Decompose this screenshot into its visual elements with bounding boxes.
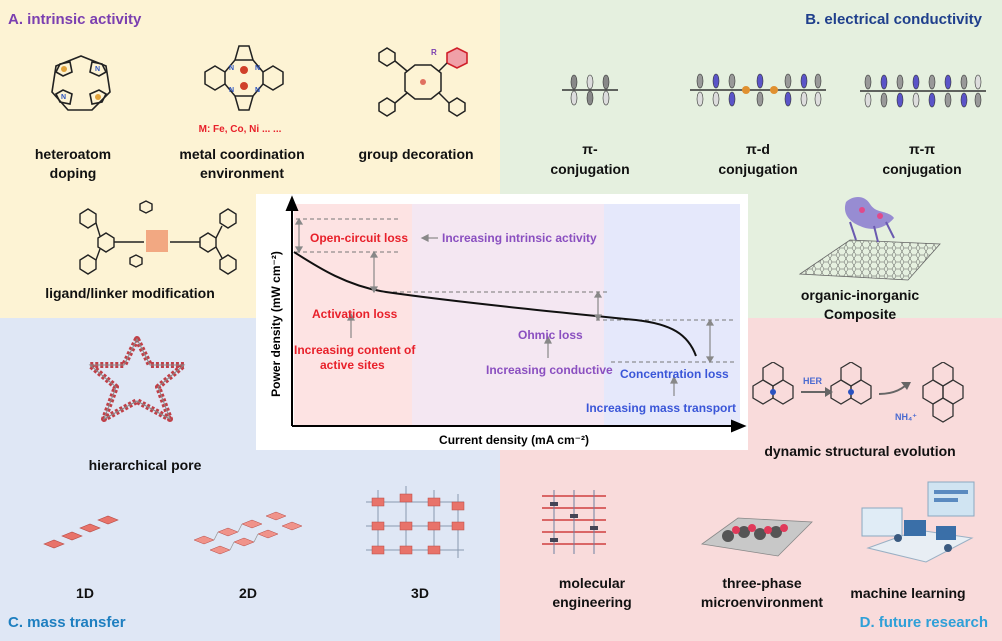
- y-axis-label: Power density (mW cm⁻²): [269, 251, 283, 397]
- polarization-curve: [293, 251, 697, 357]
- label-pid-1: π-d: [746, 141, 770, 157]
- open-circuit-loss-label: Open-circuit loss: [310, 231, 408, 245]
- group-decoration-porphyrin-icon: R: [378, 47, 468, 117]
- svg-text:R: R: [431, 48, 437, 57]
- mass-transfer-3d-icon: [366, 486, 465, 558]
- hierarchical-pore-star-icon: [87, 336, 187, 422]
- increasing-content-label-2: active sites: [320, 358, 385, 372]
- title-mass-transfer: C. mass transfer: [8, 614, 126, 631]
- title-future-research: D. future research: [859, 614, 988, 631]
- svg-text:N: N: [95, 66, 100, 73]
- label-metal-1: metal coordination: [179, 146, 305, 162]
- label-hierarchical-pore: hierarchical pore: [88, 457, 202, 473]
- label-pid-2: conjugation: [718, 161, 798, 177]
- label-molecular-1: molecular: [558, 575, 626, 591]
- molecular-engineering-icon: [542, 490, 606, 554]
- increasing-conductive-label: Increasing conductive: [486, 363, 613, 377]
- ohmic-loss-label: Ohmic loss: [518, 328, 583, 342]
- central-power-density-diagram: Power density (mW cm⁻²) Current density …: [256, 194, 748, 450]
- nh4-label: NH₄⁺: [895, 412, 917, 422]
- her-label: HER: [803, 376, 823, 386]
- pi-pi-conjugation-orbital-icon: [860, 74, 986, 108]
- increasing-mass-label: Increasing mass transport: [586, 401, 736, 415]
- heteroatom-porphyrin-icon: N N: [51, 55, 111, 111]
- label-threephase-2: microenvironment: [700, 594, 824, 610]
- label-molecular-2: engineering: [552, 594, 632, 610]
- label-pipi-1: π-π: [908, 141, 936, 157]
- x-axis-label: Current density (mA cm⁻²): [439, 433, 589, 447]
- increasing-intrinsic-label: Increasing intrinsic activity: [442, 231, 597, 245]
- pi-conjugation-orbital-icon: [562, 74, 618, 106]
- three-phase-microenvironment-icon: [700, 517, 813, 557]
- label-composite-1: organic-inorganic: [800, 287, 920, 303]
- label-heteroatom-1: heteroatom: [34, 146, 112, 162]
- ligand-linker-molecule-icon: [79, 200, 237, 275]
- title-electrical-conductivity: B. electrical conductivity: [805, 11, 982, 28]
- dynamic-evolution-molecules-icon: HER NH₄⁺: [752, 362, 964, 423]
- svg-text:N: N: [229, 87, 234, 94]
- label-1d: 1D: [76, 585, 94, 601]
- organic-inorganic-composite-icon: [798, 197, 941, 281]
- increasing-content-label-1: Increasing content of: [294, 343, 416, 357]
- activation-region: [294, 204, 412, 426]
- concentration-loss-label: Concentration loss: [620, 367, 729, 381]
- label-pi-2: conjugation: [550, 161, 630, 177]
- label-dynamic-evolution: dynamic structural evolution: [764, 443, 956, 459]
- title-intrinsic-activity: A. intrinsic activity: [8, 11, 142, 28]
- label-pipi-2: conjugation: [882, 161, 962, 177]
- label-composite-2: Composite: [823, 306, 897, 322]
- ohmic-region: [412, 204, 604, 426]
- activation-loss-label: Activation loss: [312, 307, 398, 321]
- metal-coordination-molecule-icon: N N N N: [204, 45, 284, 111]
- machine-learning-lab-icon: [861, 481, 975, 563]
- label-metal-2: environment: [199, 165, 285, 181]
- svg-text:N: N: [61, 94, 66, 101]
- label-heteroatom-2: doping: [49, 165, 97, 181]
- concentration-region: [604, 204, 740, 426]
- svg-text:N: N: [229, 65, 234, 72]
- label-2d: 2D: [239, 585, 257, 601]
- label-machine-learning: machine learning: [850, 585, 966, 601]
- mass-transfer-1d-icon: [43, 515, 119, 549]
- label-pi-1: π-: [582, 141, 598, 157]
- label-ligand-linker: ligand/linker modification: [45, 285, 215, 301]
- svg-text:N: N: [255, 87, 260, 94]
- metal-note: M: Fe, Co, Ni ... ...: [198, 124, 282, 135]
- label-3d: 3D: [411, 585, 429, 601]
- mass-transfer-2d-icon: [193, 511, 303, 555]
- pi-d-conjugation-orbital-icon: [690, 73, 826, 107]
- label-group-decoration: group decoration: [358, 146, 474, 162]
- label-threephase-1: three-phase: [722, 575, 802, 591]
- svg-text:N: N: [255, 65, 260, 72]
